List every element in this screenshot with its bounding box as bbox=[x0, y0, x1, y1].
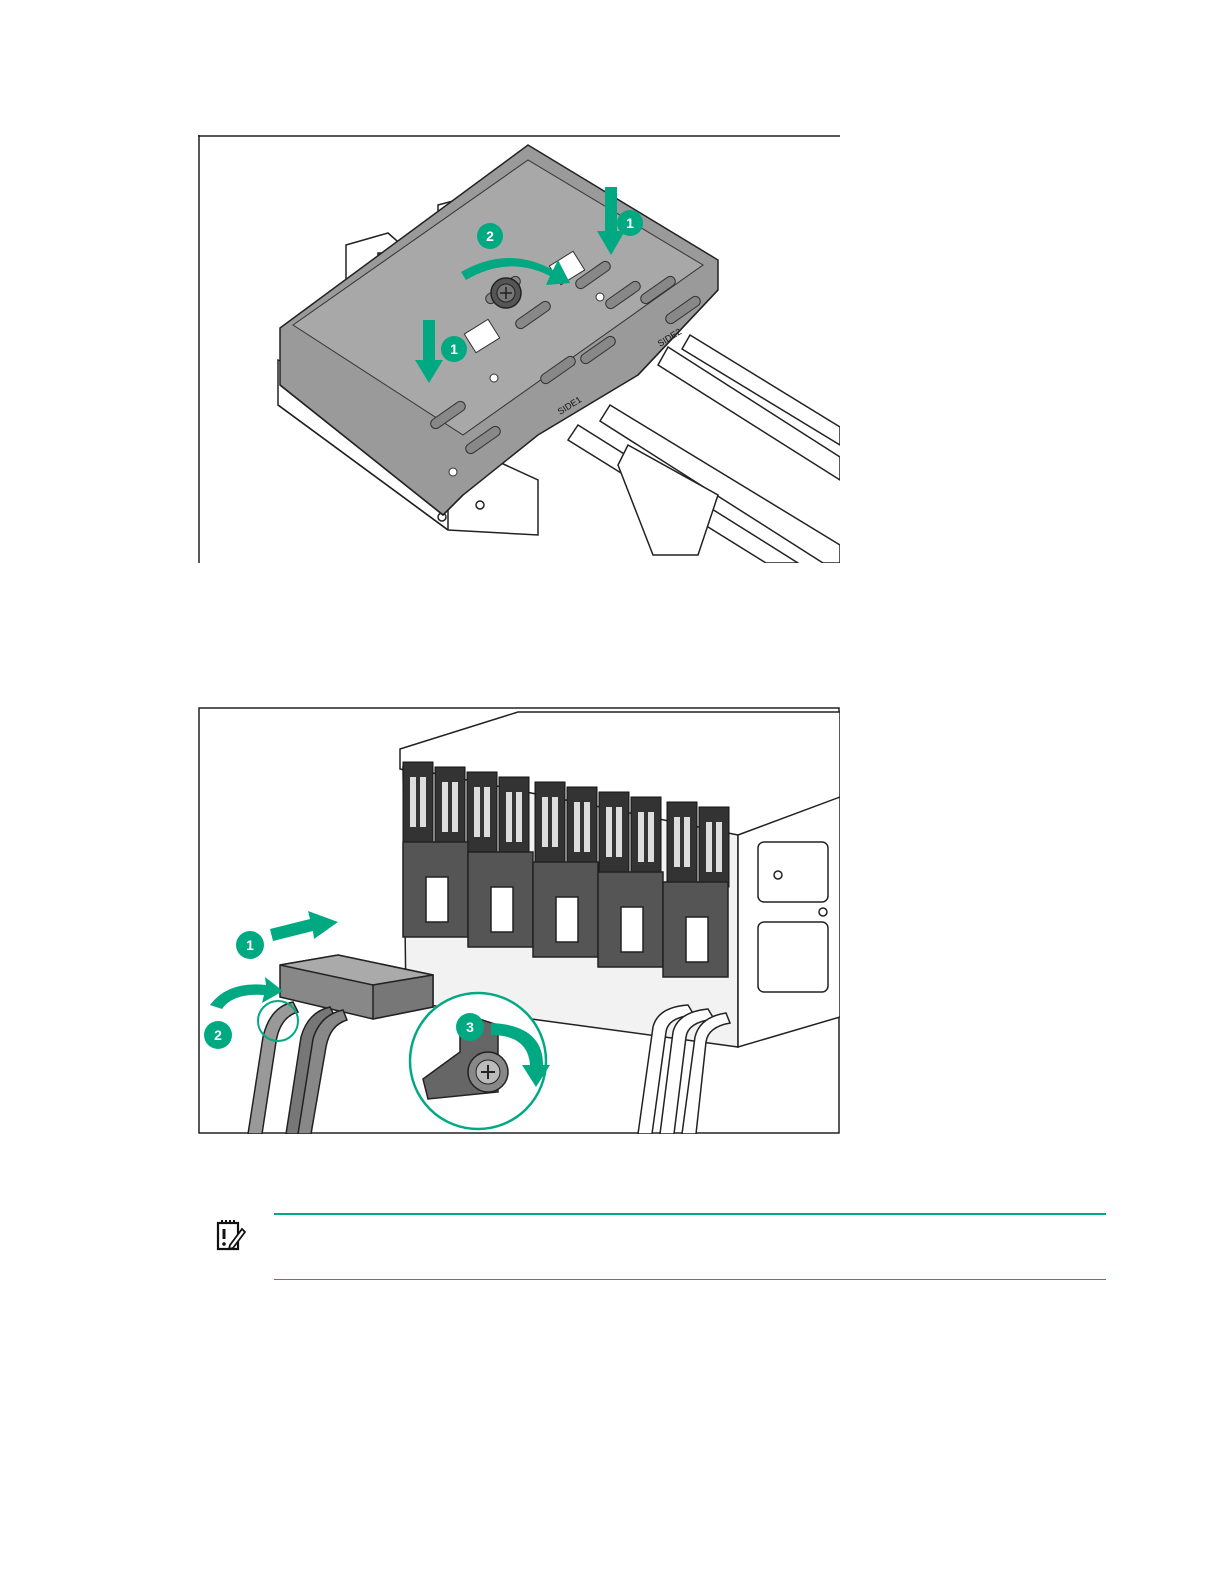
callout-2: 2 bbox=[204, 1021, 232, 1049]
svg-text:3: 3 bbox=[466, 1019, 474, 1035]
svg-text:2: 2 bbox=[214, 1027, 222, 1043]
chassis-install-illustration: 1 2 3 bbox=[198, 707, 840, 1134]
callout-1-bottom: 1 bbox=[441, 336, 467, 362]
svg-text:1: 1 bbox=[450, 341, 458, 357]
important-note-icon bbox=[216, 1219, 246, 1251]
note-divider-bottom bbox=[274, 1279, 1106, 1280]
callout-1-top: 1 bbox=[617, 210, 643, 236]
callout-3: 3 bbox=[456, 1013, 484, 1041]
note-divider-top bbox=[274, 1213, 1106, 1215]
curved-arrow-icon bbox=[210, 977, 283, 1009]
callout-1: 1 bbox=[236, 931, 264, 959]
svg-text:1: 1 bbox=[626, 215, 634, 231]
svg-text:1: 1 bbox=[246, 937, 254, 953]
important-note bbox=[216, 1213, 1106, 1281]
bracket-install-figure: SIDE2 SIDE1 1 2 1 bbox=[198, 135, 840, 563]
chassis-install-figure: 1 2 3 bbox=[198, 707, 840, 1134]
push-arrow-icon bbox=[270, 911, 338, 941]
thumbscrew-detail-inset bbox=[410, 993, 546, 1129]
svg-text:2: 2 bbox=[486, 228, 494, 244]
callout-2: 2 bbox=[477, 223, 503, 249]
thumbscrew bbox=[491, 278, 521, 308]
bracket-install-illustration: SIDE2 SIDE1 1 2 1 bbox=[198, 135, 840, 563]
